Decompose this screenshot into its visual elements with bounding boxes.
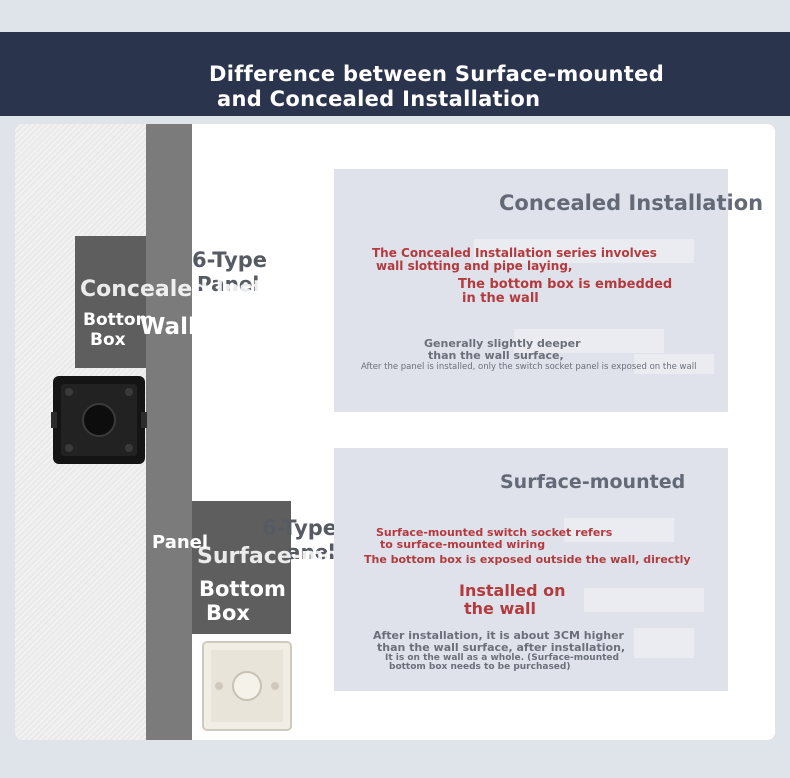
title-banner: Difference between Surface-mounted and C… xyxy=(0,32,790,116)
concealed-desc-1: The Concealed Installation series involv… xyxy=(372,246,657,260)
page-title-line-2: and Concealed Installation xyxy=(217,87,541,111)
concealed-bottom-label: Bottom xyxy=(83,310,154,330)
concealed-type-label: 6-Type xyxy=(192,248,268,272)
surface-desc-3: The bottom box is exposed outside the wa… xyxy=(364,553,691,566)
surface-desc-5: the wall xyxy=(464,599,537,618)
surface-note-2: than the wall surface, after installatio… xyxy=(377,641,626,654)
concealed-overlay-label: Concealed Installation xyxy=(80,277,357,302)
black-bottom-box-image xyxy=(51,376,147,464)
surface-note-3: It is on the wall as a whole. (Surface-m… xyxy=(385,653,619,663)
concealed-box-label: Box xyxy=(90,330,126,350)
concealed-panel-label: Panel xyxy=(197,272,260,296)
surface-panel-label-overlap: anel xyxy=(287,540,336,564)
wall-label: Wall xyxy=(140,314,196,340)
concealed-panel-edge xyxy=(192,212,234,392)
surface-desc-1: Surface-mounted switch socket refers xyxy=(376,526,613,539)
surface-heading: Surface-mounted xyxy=(500,471,686,493)
surface-panel-label: Panel xyxy=(152,532,209,553)
concealed-heading: Concealed Installation xyxy=(499,191,764,215)
surface-info-panel xyxy=(334,448,728,691)
concealed-desc-2: wall slotting and pipe laying, xyxy=(376,259,573,273)
surface-desc-2: to surface-mounted wiring xyxy=(380,538,546,551)
surface-bottom-box-block xyxy=(192,501,291,634)
surface-desc-4: Installed on xyxy=(459,581,566,600)
white-bottom-box-image xyxy=(202,641,292,731)
page-title-line-1: Difference between Surface-mounted xyxy=(209,62,665,86)
concealed-note-2: than the wall surface, xyxy=(428,349,564,362)
content-card: 6-Type Panel Concealed Installation Bott… xyxy=(15,124,775,740)
surface-bottom-label: Bottom xyxy=(199,577,286,601)
surface-box-label: Box xyxy=(206,601,250,625)
wall-section xyxy=(146,124,192,740)
concealed-note-3: After the panel is installed, only the s… xyxy=(361,362,697,372)
concealed-bottom-box-block xyxy=(75,236,146,368)
concealed-desc-3: The bottom box is embedded xyxy=(458,277,673,292)
surface-note-4: bottom box needs to be purchased) xyxy=(389,662,571,672)
surface-overlay-label: Surface-mo xyxy=(197,544,339,569)
surface-note-1: After installation, it is about 3CM high… xyxy=(373,629,624,642)
concealed-desc-4: in the wall xyxy=(462,291,539,306)
concealed-info-panel xyxy=(334,169,728,412)
surface-type-label: 6-Type xyxy=(262,516,338,540)
concealed-note-1: Generally slightly deeper xyxy=(424,337,581,350)
